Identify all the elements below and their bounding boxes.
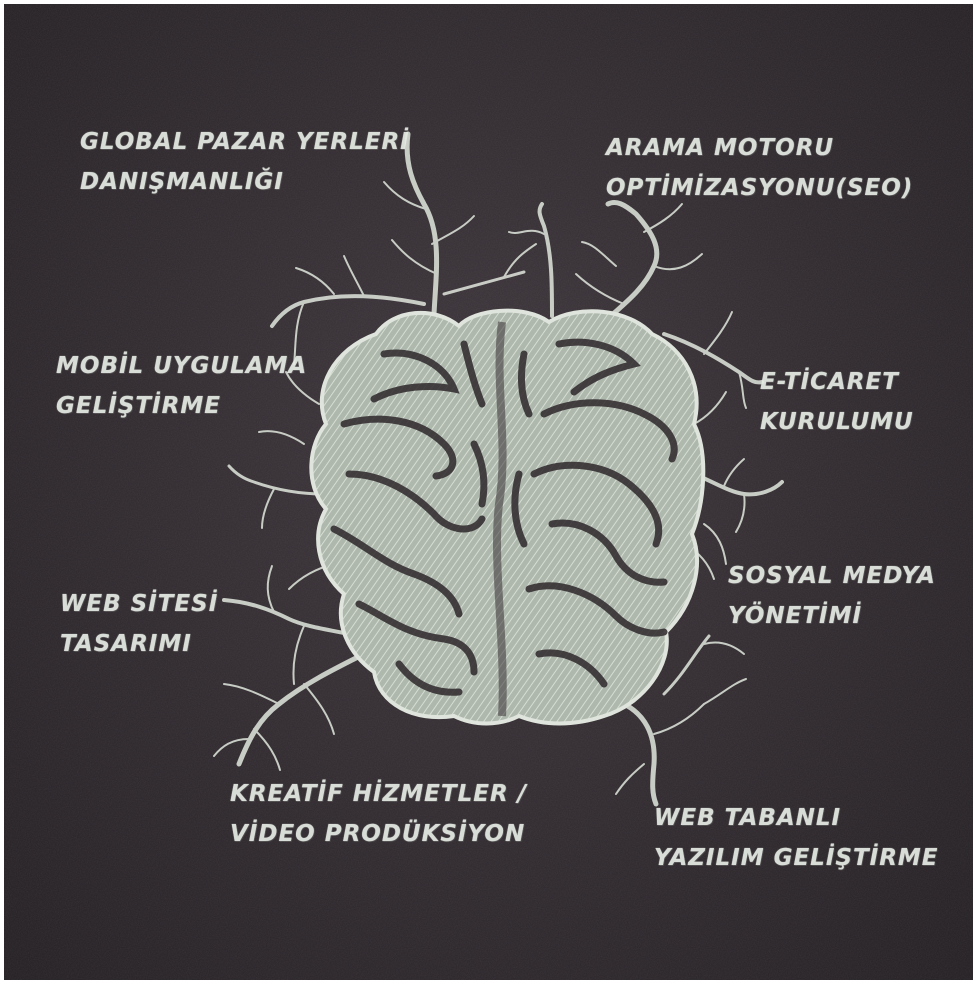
label-website-design: WEB SİTESİ TASARIMI	[60, 584, 218, 664]
label-mobil-line2: GELİŞTİRME	[56, 386, 307, 426]
label-mobil-line1: MOBİL UYGULAMA	[56, 346, 307, 386]
label-seo-line2: OPTİMİZASYONU(SEO)	[606, 168, 913, 208]
label-creative-services: KREATİF HİZMETLER / VİDEO PRODÜKSİYON	[230, 774, 527, 854]
label-sosyal-line1: SOSYAL MEDYA	[728, 556, 936, 596]
label-web-line1: WEB SİTESİ	[60, 584, 218, 624]
label-ecommerce: E-TİCARET KURULUMU	[760, 362, 914, 442]
label-global-line2: DANIŞMANLIĞI	[80, 162, 410, 202]
label-mobile-app: MOBİL UYGULAMA GELİŞTİRME	[56, 346, 307, 426]
label-seo-line1: ARAMA MOTORU	[606, 128, 913, 168]
label-web-software: WEB TABANLI YAZILIM GELİŞTİRME	[654, 798, 939, 878]
label-kreatif-line2: VİDEO PRODÜKSİYON	[230, 814, 527, 854]
brain-icon	[311, 311, 703, 724]
label-global-line1: GLOBAL PAZAR YERLERİ	[80, 122, 410, 162]
label-seo: ARAMA MOTORU OPTİMİZASYONU(SEO)	[606, 128, 913, 208]
label-global-marketplace: GLOBAL PAZAR YERLERİ DANIŞMANLIĞI	[80, 122, 410, 202]
label-eticaret-line2: KURULUMU	[760, 402, 914, 442]
label-kreatif-line1: KREATİF HİZMETLER /	[230, 774, 527, 814]
label-webtaban-line2: YAZILIM GELİŞTİRME	[654, 838, 939, 878]
label-social-media: SOSYAL MEDYA YÖNETİMİ	[728, 556, 936, 636]
label-sosyal-line2: YÖNETİMİ	[728, 596, 936, 636]
label-web-line2: TASARIMI	[60, 624, 218, 664]
label-webtaban-line1: WEB TABANLI	[654, 798, 939, 838]
label-eticaret-line1: E-TİCARET	[760, 362, 914, 402]
